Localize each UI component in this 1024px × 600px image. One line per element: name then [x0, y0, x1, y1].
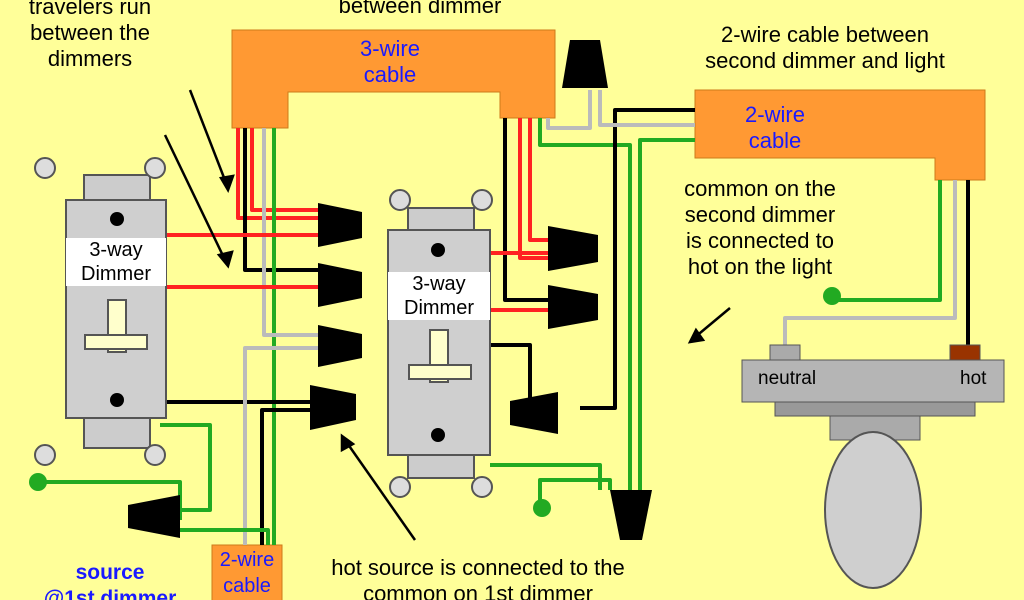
green-wire-cable1-right [538, 118, 632, 490]
gray-wire-cable1-right [546, 90, 592, 130]
source-hot-wire [260, 408, 318, 545]
two-wire-between-label: 2-wire cable between second dimmer and l… [705, 22, 945, 73]
ground-pigtail-dot-left [29, 473, 47, 491]
neutral-wire-fixture [783, 180, 957, 345]
hot-terminal-label: hot [960, 368, 987, 389]
wire-nut-3 [318, 325, 362, 367]
ground-pigtail-dot-sw2 [533, 499, 551, 517]
between-dimmer-label: between dimmer [338, 0, 502, 18]
traveler-wire-red-c [518, 118, 548, 260]
three-wire-cable-label: 3-wire cable [360, 36, 420, 87]
light-fixture [741, 344, 1005, 589]
dimmer-switch-2 [387, 189, 493, 498]
two-wire-light-cable-sheath [694, 89, 986, 181]
neutral-wire-cable1 [262, 128, 318, 337]
black-wire-cable1-right [503, 118, 548, 302]
two-wire-source-cable-label: 2-wire cable [219, 549, 275, 597]
neutral-wire-to-light-sheath [598, 90, 695, 127]
wire-nut-1 [318, 203, 362, 247]
wire-nut-8 [128, 495, 180, 538]
wire-nut-5 [548, 226, 598, 271]
travelers-label: travelers run between the dimmers [28, 0, 152, 71]
hot-source-label: hot source is connected to the common on… [331, 555, 625, 600]
common-second-label: common on the second dimmer is connected… [684, 176, 836, 279]
wire-nut-4 [310, 385, 356, 430]
ground-sw1 [160, 423, 212, 512]
black-wire-cable1 [243, 128, 318, 272]
light-bulb [824, 431, 922, 589]
wire-nut-7 [510, 392, 558, 434]
ground-pigtail-sw2 [538, 478, 612, 505]
source-neutral-wire [243, 346, 318, 545]
ground-wire-to-light [638, 138, 695, 490]
wire-nut-9 [562, 40, 608, 88]
dimmer-2-label: 3-way Dimmer [388, 272, 490, 320]
wire-nut-2 [318, 263, 362, 307]
pointer-arrow-1 [188, 89, 230, 189]
wire-nut-10 [610, 490, 652, 540]
pointer-arrow-3 [343, 439, 417, 541]
ground-wire-fixture [835, 180, 942, 302]
traveler-wire-red-b [250, 128, 318, 212]
hot-wire-to-light [580, 108, 695, 410]
source-label: source @1st dimmer [43, 561, 177, 600]
two-wire-source-cable-sheath [211, 544, 283, 600]
wire-nut-6 [548, 285, 598, 329]
pointer-arrow-2 [163, 134, 228, 263]
traveler-wire-red-d [528, 118, 548, 242]
dimmer-1-label: 3-way Dimmer [66, 238, 166, 286]
two-wire-light-cable-label: 2-wire cable [745, 102, 805, 153]
ground-pigtail-dot-fixture [823, 287, 841, 305]
common-wire-sw2 [490, 343, 548, 402]
source-ground-wire [180, 528, 270, 545]
traveler-wire-red-a [236, 128, 318, 220]
ground-sw2 [490, 463, 602, 490]
dimmer-switch-1 [34, 157, 167, 466]
neutral-terminal-label: neutral [758, 368, 817, 389]
pointer-arrow-4 [693, 307, 731, 339]
